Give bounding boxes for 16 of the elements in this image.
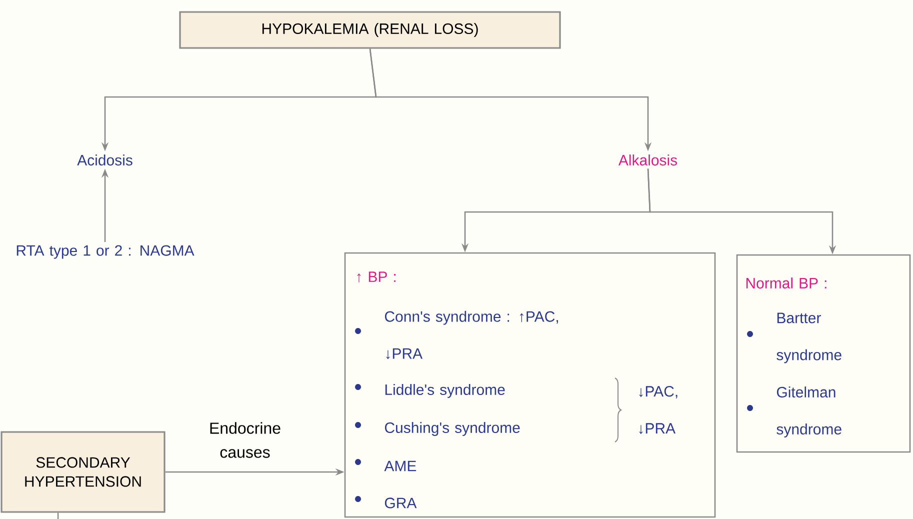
title-box: HYPOKALEMIA (RENAL LOSS) xyxy=(179,11,561,49)
diagram-label: Alkalosis xyxy=(618,154,678,166)
diagram-label: Acidosis xyxy=(77,154,132,166)
title-box: SECONDARY HYPERTENSION xyxy=(0,431,166,513)
list-item: Cushing's syndrome xyxy=(384,422,520,436)
list-heading: ↑ BP : xyxy=(357,272,396,282)
diagram-label: RTA type 1 or 2 : NAGMA xyxy=(16,245,194,259)
list-item: GRA xyxy=(384,498,417,508)
list-item: Bartter syndrome xyxy=(776,312,842,364)
edge-label: Endocrine causes xyxy=(210,422,280,458)
list-item: Gitelman syndrome xyxy=(776,386,842,438)
list-item: ↓PAC, ↓PRA xyxy=(639,386,678,434)
list-item: Liddle's syndrome xyxy=(385,384,505,398)
list-heading: Normal BP : xyxy=(746,278,826,288)
list-item: Conn's syndrome : ↑PAC, ↓PRA xyxy=(384,310,558,360)
list-item: AME xyxy=(384,460,416,472)
